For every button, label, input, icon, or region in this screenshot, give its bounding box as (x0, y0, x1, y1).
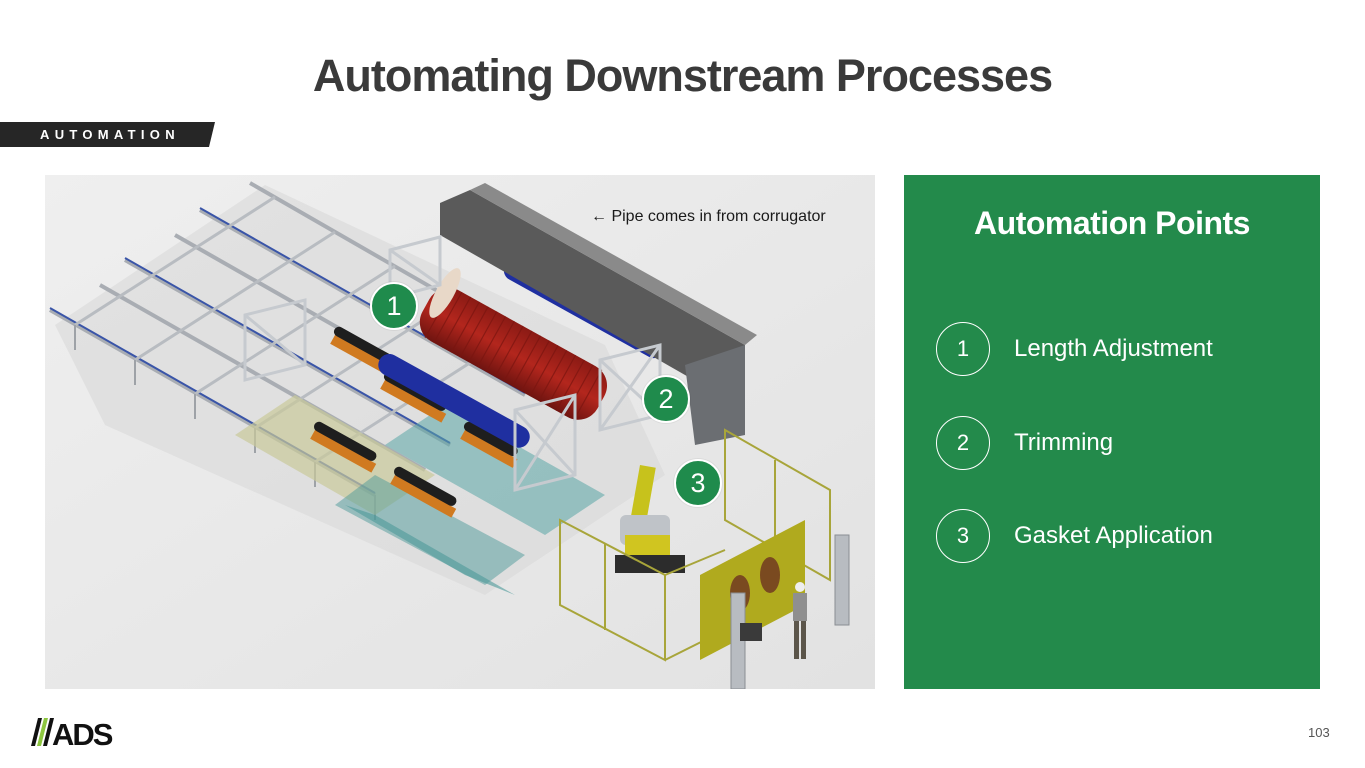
automation-point-2: 2 Trimming (936, 415, 1113, 471)
automation-point-3: 3 Gasket Application (936, 508, 1213, 564)
point-number-badge: 2 (936, 416, 990, 470)
point-label: Gasket Application (1014, 522, 1213, 549)
point-label: Trimming (1014, 429, 1114, 456)
ads-logo: ADS (30, 716, 120, 752)
point-number-badge: 3 (936, 509, 990, 563)
pipe-source-caption: ← Pipe comes in from corrugator (591, 208, 826, 225)
callout-marker-3: 3 (674, 459, 722, 507)
page-number: 103 (1308, 725, 1330, 740)
section-tag: AUTOMATION (0, 122, 215, 147)
automation-point-1: 1 Length Adjustment (936, 321, 1213, 377)
point-label: Length Adjustment (1014, 335, 1213, 362)
machine-illustration (45, 175, 875, 689)
section-tag-label: AUTOMATION (40, 127, 180, 142)
svg-text:ADS: ADS (52, 717, 113, 748)
callout-marker-1: 1 (370, 282, 418, 330)
panel-title: Automation Points (974, 205, 1250, 241)
production-line-rendering: ← Pipe comes in from corrugator 1 2 3 (45, 175, 875, 689)
slide-title: Automating Downstream Processes (312, 50, 1053, 101)
ads-logo-mark: ADS (31, 717, 115, 752)
callout-marker-2: 2 (642, 375, 690, 423)
point-number-badge: 1 (936, 322, 990, 376)
automation-points-panel: Automation Points 1 Length Adjustment 2 … (904, 175, 1320, 689)
section-tag-background (0, 122, 215, 147)
